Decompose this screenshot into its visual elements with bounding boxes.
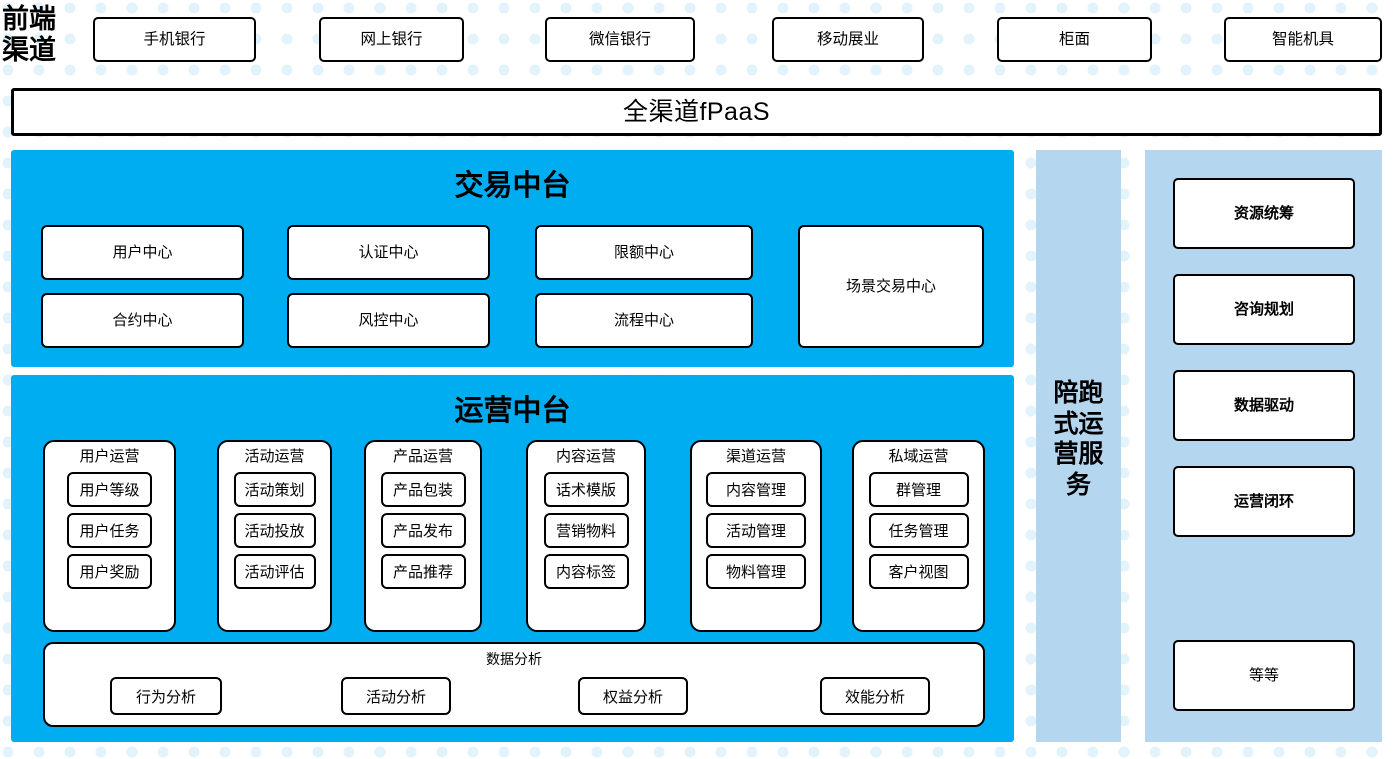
op-item[interactable]: 任务管理 [868,512,969,548]
tx-box-process-center[interactable]: 流程中心 [535,293,753,348]
data-analysis-panel: 数据分析 行为分析 活动分析 权益分析 效能分析 [43,642,985,727]
op-column-activity-operation[interactable]: 活动运营 活动策划 活动投放 活动评估 [217,440,332,632]
op-item[interactable]: 活动评估 [233,553,316,589]
op-item[interactable]: 用户等级 [67,471,152,507]
op-item[interactable]: 产品发布 [380,512,466,548]
data-analysis-title: 数据分析 [486,651,542,667]
op-column-title: 用户运营 [79,448,140,465]
op-item[interactable]: 营销物料 [543,512,629,548]
op-column-product-operation[interactable]: 产品运营 产品包装 产品发布 产品推荐 [364,440,482,632]
tx-box-risk-center[interactable]: 风控中心 [287,293,490,348]
op-item[interactable]: 群管理 [868,471,969,507]
op-item[interactable]: 用户奖励 [67,553,152,589]
channel-box-internet-bank[interactable]: 网上银行 [319,17,464,62]
tx-box-auth-center[interactable]: 认证中心 [287,225,490,280]
op-item[interactable]: 内容管理 [706,471,806,507]
op-column-user-operation[interactable]: 用户运营 用户等级 用户任务 用户奖励 [43,440,176,632]
op-item[interactable]: 产品推荐 [380,553,466,589]
data-analysis-item[interactable]: 行为分析 [110,677,222,715]
data-analysis-item[interactable]: 权益分析 [578,677,688,715]
op-column-private-domain-operation[interactable]: 私域运营 群管理 任务管理 客户视图 [852,440,985,632]
op-item[interactable]: 活动策划 [233,471,316,507]
fpaas-bar[interactable]: 全渠道fPaaS [11,88,1382,136]
op-item[interactable]: 物料管理 [706,553,806,589]
accompany-service-label: 陪跑 式运 营服 务 [1053,379,1104,499]
transaction-center-title: 交易中台 [454,170,571,202]
tx-box-user-center[interactable]: 用户中心 [41,225,244,280]
tx-box-limit-center[interactable]: 限额中心 [535,225,753,280]
front-channel-label: 前端 渠道 [2,4,56,65]
op-column-content-operation[interactable]: 内容运营 话术模版 营销物料 内容标签 [526,440,646,632]
operation-center-title: 运营中台 [454,395,571,427]
op-column-title: 私域运营 [888,448,949,465]
op-column-title: 产品运营 [392,448,453,465]
op-item[interactable]: 活动投放 [233,512,316,548]
op-item[interactable]: 内容标签 [543,553,629,589]
channel-box-mobile-bank[interactable]: 手机银行 [93,17,256,62]
service-box-consulting-planning[interactable]: 咨询规划 [1173,274,1355,345]
op-column-title: 内容运营 [555,448,616,465]
accompany-service-column: 陪跑 式运 营服 务 [1036,150,1121,742]
op-item[interactable]: 用户任务 [67,512,152,548]
service-box-operation-closed-loop[interactable]: 运营闭环 [1173,466,1355,537]
op-column-title: 活动运营 [244,448,305,465]
op-column-channel-operation[interactable]: 渠道运营 内容管理 活动管理 物料管理 [690,440,822,632]
tx-box-scene-transaction-center[interactable]: 场景交易中心 [798,225,984,348]
data-analysis-item[interactable]: 效能分析 [820,677,930,715]
channel-box-wechat-bank[interactable]: 微信银行 [545,17,695,62]
channel-box-counter[interactable]: 柜面 [997,17,1152,62]
channel-box-smart-machine[interactable]: 智能机具 [1224,17,1382,62]
channel-box-mobile-exhibition[interactable]: 移动展业 [772,17,924,62]
op-item[interactable]: 客户视图 [868,553,969,589]
op-item[interactable]: 话术模版 [543,471,629,507]
service-box-data-driven[interactable]: 数据驱动 [1173,370,1355,441]
data-analysis-item[interactable]: 活动分析 [341,677,451,715]
op-item[interactable]: 活动管理 [706,512,806,548]
service-box-etc[interactable]: 等等 [1173,640,1355,711]
op-item[interactable]: 产品包装 [380,471,466,507]
op-column-title: 渠道运营 [725,448,786,465]
service-box-resource-coordination[interactable]: 资源统筹 [1173,178,1355,249]
tx-box-contract-center[interactable]: 合约中心 [41,293,244,348]
